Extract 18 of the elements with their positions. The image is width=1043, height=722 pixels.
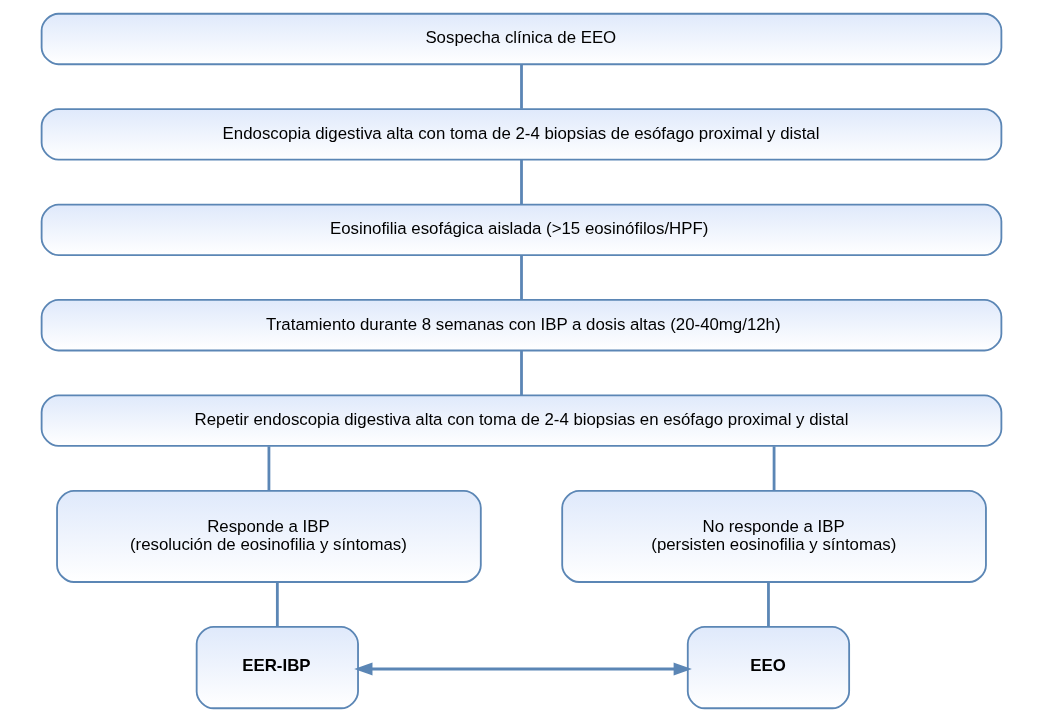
node-box: Repetir endoscopia digestiva alta con toma de 2-4 biopsias en esófago proximal y distal [40, 394, 1003, 447]
connector [267, 446, 271, 491]
connector [767, 582, 770, 627]
node-box: Sospecha clínica de EEO [40, 12, 1003, 66]
node-box: Endoscopia digestiva alta con toma de 2-4 biopsias de esófago proximal y distal [40, 108, 1003, 161]
node-box: EEO [686, 626, 851, 710]
connector [520, 255, 523, 300]
arrow [354, 662, 692, 676]
connector [275, 582, 279, 627]
node-box: Eosinofilia esofágica aislada (>15 eosinófilos/HPF) [40, 203, 1003, 256]
connector [520, 64, 523, 109]
connector [520, 159, 523, 205]
node-box: EER-IBP [195, 626, 359, 710]
node-box: Responde a IBP (resolución de eosinofilia y síntomas) [56, 489, 482, 583]
node-box: No responde a IBP (persisten eosinofilia y síntomas) [561, 489, 987, 583]
connector [772, 446, 776, 491]
connector [520, 350, 523, 395]
node-box: Tratamiento durante 8 semanas con IBP a dosis altas (20-40mg/12h) [40, 299, 1003, 352]
